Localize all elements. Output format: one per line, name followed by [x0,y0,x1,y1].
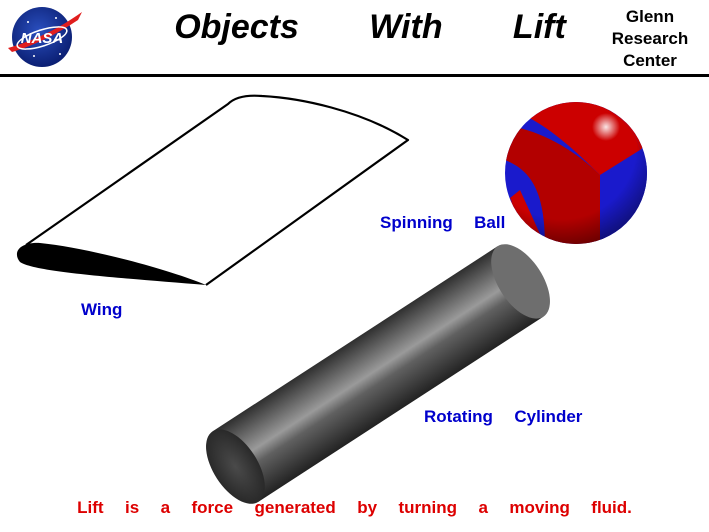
spinning-ball-label: Spinning Ball [380,213,506,232]
rotating-cylinder-label: Rotating Cylinder [424,407,583,426]
wing-label: Wing [81,300,123,319]
header-divider [0,74,709,77]
spinning-ball [505,102,647,244]
caption: Lift is a force generated by turning a m… [77,498,632,517]
header: NASA Objects With Lift Glenn Research Ce… [0,0,709,77]
center-line-3: Center [623,51,677,70]
wing-drawing [16,94,410,286]
center-line-1: Glenn [625,7,675,26]
center-name: Glenn Research Center [600,6,700,72]
wing-airfoil [16,242,206,285]
wing-outline [25,94,410,286]
rotating-cylinder [206,244,550,504]
nasa-logo-text: NASA [21,30,64,47]
center-line-2: Research [611,29,689,48]
page-title: Objects With Lift [174,8,566,46]
nasa-logo: NASA [8,7,82,67]
